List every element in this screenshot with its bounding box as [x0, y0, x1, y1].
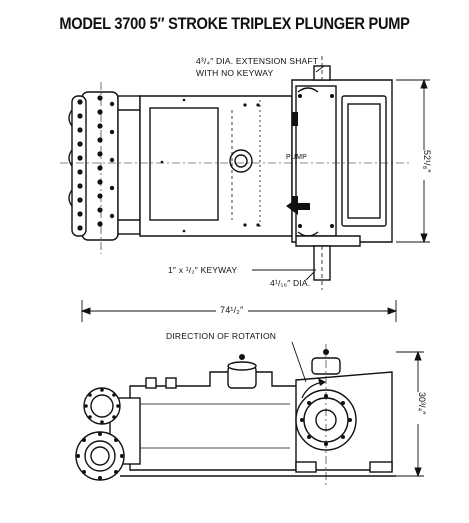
- overall-length-label: 74¹/₂″: [220, 305, 244, 315]
- shaft-diameter-label: 4¹/₁₆″ DIA.: [270, 278, 311, 288]
- pump-marking: PUMP: [286, 154, 308, 161]
- drawing-title: MODEL 3700 5″ STROKE TRIPLEX PLUNGER PUM…: [59, 14, 410, 33]
- power-end-side: [295, 349, 393, 473]
- height-dimension: [396, 350, 424, 478]
- side-view: [75, 344, 396, 486]
- overall-width-label: 52¹/₈″: [422, 150, 432, 173]
- height-label: 30³/₄″: [417, 392, 427, 415]
- length-dimension: [80, 300, 398, 322]
- keyway-label: 1″ x ¹/₂″ KEYWAY: [168, 265, 238, 275]
- direction-of-rotation-label: DIRECTION OF ROTATION: [166, 331, 277, 341]
- top-view: [60, 56, 410, 290]
- no-keyway-label: WITH NO KEYWAY: [196, 68, 274, 78]
- fluid-end-top: [68, 91, 119, 241]
- width-dimension: [396, 78, 430, 244]
- extension-shaft-label: 4³/₄″ DIA. EXTENSION SHAFT: [196, 56, 319, 66]
- power-end-top: [286, 56, 393, 290]
